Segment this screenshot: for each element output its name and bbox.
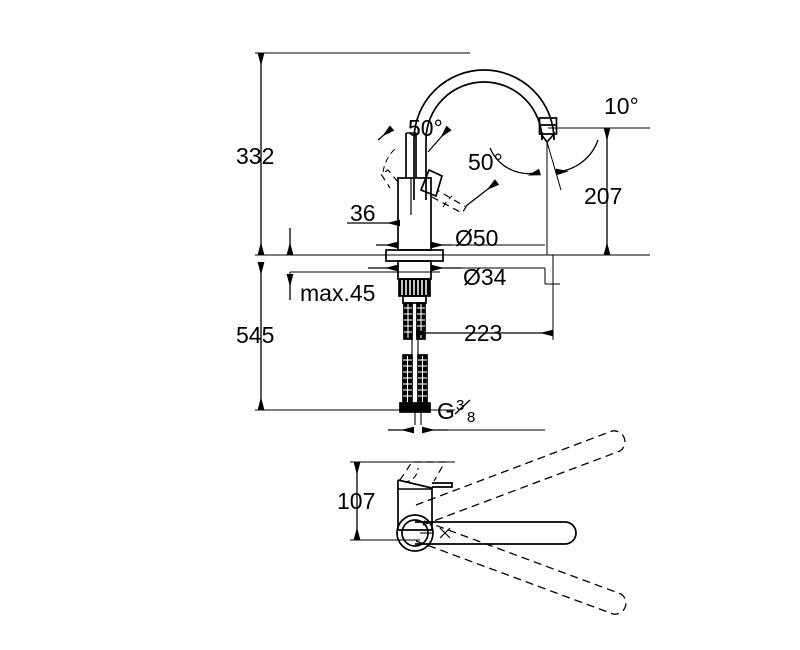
- plan-spout-stub: [432, 482, 453, 488]
- angle-leader-50-upper: [427, 125, 452, 153]
- label-207: 207: [584, 183, 622, 209]
- label-angle-50-left: 50°: [408, 115, 443, 141]
- angle-arc-50-left: [382, 147, 397, 173]
- label-g38-denominator: 8: [467, 409, 475, 426]
- plan-handle-solid: [415, 521, 577, 545]
- plan-pivot-cross: [439, 527, 451, 539]
- plan-view-geometry: [396, 430, 627, 615]
- plan-body-ghost: [399, 461, 447, 482]
- angle-indicators: [377, 125, 599, 208]
- angle-arc-50-lower: [442, 195, 453, 208]
- label-max45: max.45: [300, 280, 375, 306]
- handle-lever-solid: [419, 168, 444, 198]
- stream-angle-ray: [546, 141, 562, 191]
- knurl-nut-teeth: [401, 280, 427, 295]
- dimension-labels: 332 545 207 223 107 36 max.45 Ø50 Ø34 50…: [236, 93, 639, 514]
- spout-outer-arc: [413, 69, 555, 200]
- label-g38-slash: [454, 399, 471, 415]
- label-angle-10: 10°: [604, 93, 639, 119]
- label-223: 223: [464, 320, 502, 346]
- label-g38: G 3 8: [437, 397, 475, 426]
- plan-pivot-outer-ring: [396, 514, 434, 552]
- label-36: 36: [350, 200, 376, 226]
- hose-end-fitting: [399, 402, 431, 413]
- nut-base: [402, 295, 427, 304]
- hose-lower: [402, 354, 428, 404]
- plan-body-ghost-arc: [403, 467, 419, 483]
- label-d34: Ø34: [463, 264, 507, 290]
- angle-arrow-10-left: [489, 147, 541, 176]
- label-g38-g: G: [437, 398, 455, 424]
- aerator-collar: [538, 117, 558, 135]
- dimension-lines: [257, 53, 611, 540]
- handle-ghost-right: [431, 189, 467, 214]
- label-107: 107: [337, 488, 375, 514]
- reference-lines: [255, 52, 650, 541]
- spout-inner-arc: [425, 81, 543, 200]
- plan-handle-ghost-up: [415, 430, 626, 526]
- label-angle-50-right: 50°: [468, 149, 503, 175]
- label-d50: Ø50: [455, 225, 498, 251]
- label-545: 545: [236, 322, 274, 348]
- angle-arrow-10-right: [555, 139, 599, 176]
- angle-leader-50-lower: [465, 179, 500, 207]
- hose-upper: [403, 302, 426, 340]
- plan-handle-ghost-down: [415, 520, 627, 615]
- label-332: 332: [236, 143, 274, 169]
- angle-leader-50-left: [377, 125, 395, 141]
- label-g38-numerator: 3: [456, 397, 464, 414]
